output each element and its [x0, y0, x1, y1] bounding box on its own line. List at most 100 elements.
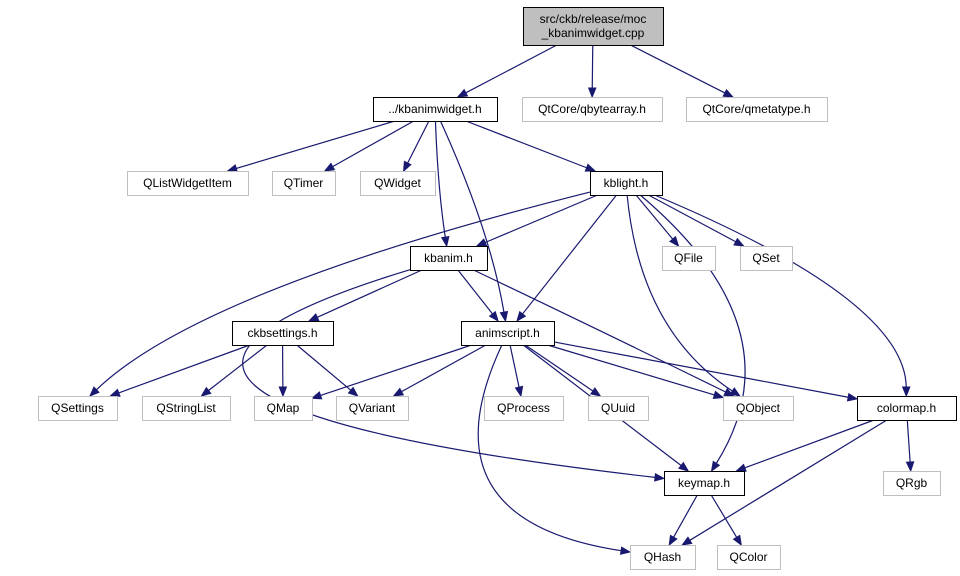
edge-line	[242, 269, 656, 478]
edge-line	[407, 120, 430, 164]
node-layer: src/ckb/release/moc_kbanimwidget.cpp ../k…	[38, 7, 957, 570]
edge-keymap-h-to-qcolor	[710, 494, 742, 547]
node-box	[523, 7, 664, 46]
edge-kblight-h-to-colormap-h	[654, 194, 911, 398]
node-label: QWidget	[374, 176, 421, 190]
node-qprocess[interactable]: QProcess	[484, 396, 564, 421]
arrowhead-icon	[901, 386, 911, 398]
node-label: QSettings	[51, 401, 104, 415]
node-qvariant[interactable]: QVariant	[336, 396, 409, 421]
node-qcolor[interactable]: QColor	[717, 545, 781, 570]
arrowhead-icon	[735, 463, 747, 472]
node-kbanim-h[interactable]: kbanim.h	[410, 246, 488, 271]
node-label: _kbanimwidget.cpp	[541, 26, 645, 40]
node-qlistwidgetitem[interactable]: QListWidgetItem	[127, 171, 249, 196]
arrowhead-icon	[514, 385, 524, 398]
node-label: QObject	[736, 401, 781, 415]
node-qmetatype[interactable]: QtCore/qmetatype.h	[686, 97, 828, 122]
arrowhead-icon	[475, 238, 488, 247]
edge-kbanimwidget-h-to-qtimer	[323, 120, 414, 172]
node-animscript-h[interactable]: animscript.h	[461, 321, 555, 346]
edge-line	[118, 344, 250, 394]
node-label: keymap.h	[678, 476, 730, 490]
node-box	[664, 471, 745, 496]
arrowhead-icon	[681, 536, 693, 546]
node-ckbsettings-h[interactable]: ckbsettings.h	[232, 321, 334, 346]
node-qstringlist[interactable]: QStringList	[142, 396, 231, 421]
edge-line	[484, 194, 598, 244]
edge-kblight-h-to-qfile	[635, 194, 680, 248]
arrowhead-icon	[402, 160, 412, 173]
node-qrgb[interactable]: QRgb	[883, 471, 941, 496]
node-qsettings[interactable]: QSettings	[38, 396, 118, 421]
node-box	[740, 246, 793, 271]
arrowhead-icon	[905, 461, 915, 473]
node-label: QStringList	[156, 401, 216, 415]
edge-kblight-h-to-qobject	[626, 194, 741, 397]
edge-root-to-qmetatype	[630, 44, 735, 98]
node-qbytearray[interactable]: QtCore/qbytearray.h	[522, 97, 663, 122]
arrowhead-icon	[584, 163, 597, 172]
node-label: kblight.h	[604, 176, 649, 190]
edge-kbanim-h-to-keymap-h	[242, 269, 666, 482]
node-box	[723, 396, 794, 421]
edge-animscript-h-to-colormap-h	[553, 341, 859, 402]
node-qmap[interactable]: QMap	[254, 396, 313, 421]
arrowhead-icon	[488, 310, 499, 323]
edge-animscript-h-to-qmap	[310, 344, 472, 400]
node-kbanimwidget-h[interactable]: ../kbanimwidget.h	[373, 97, 498, 122]
node-qtimer[interactable]: QTimer	[272, 171, 336, 196]
arrowhead-icon	[88, 386, 100, 397]
node-qwidget[interactable]: QWidget	[360, 171, 436, 196]
node-keymap-h[interactable]: keymap.h	[664, 471, 745, 496]
edge-kbanimwidget-h-to-qlistwidgetitem	[226, 120, 396, 173]
edge-line	[553, 341, 849, 398]
node-label: QListWidgetItem	[143, 176, 232, 190]
node-kblight-h[interactable]: kblight.h	[590, 171, 663, 196]
node-label: ../kbanimwidget.h	[388, 102, 481, 116]
arrowhead-icon	[516, 310, 527, 323]
edge-kbanim-h-to-ckbsettings-h	[307, 269, 423, 322]
arrowhead-icon	[499, 310, 509, 323]
node-root[interactable]: src/ckb/release/moc_kbanimwidget.cpp	[523, 7, 664, 46]
edge-ckbsettings-h-to-qvariant	[296, 344, 359, 397]
arrowhead-icon	[323, 162, 336, 172]
edge-keymap-h-to-qhash	[668, 494, 698, 547]
edge-animscript-h-to-qhash	[477, 344, 632, 555]
node-qfile[interactable]: QFile	[662, 246, 716, 271]
node-box	[127, 171, 249, 196]
edge-line	[522, 194, 617, 315]
edge-animscript-h-to-qobject	[547, 344, 725, 399]
node-box	[686, 97, 828, 122]
node-qhash[interactable]: QHash	[630, 545, 696, 570]
arrowhead-icon	[310, 391, 323, 400]
edge-ckbsettings-h-to-qsettings	[109, 344, 250, 397]
node-qset[interactable]: QSet	[740, 246, 793, 271]
arrowhead-icon	[278, 386, 288, 398]
node-quuid[interactable]: QUuid	[588, 396, 649, 421]
edge-line	[635, 194, 674, 240]
edge-line	[296, 344, 352, 391]
edge-layer	[88, 44, 915, 555]
node-box	[254, 396, 313, 421]
node-qobject[interactable]: QObject	[723, 396, 794, 421]
node-box	[857, 396, 957, 421]
arrowhead-icon	[200, 386, 212, 397]
arrowhead-icon	[109, 388, 121, 397]
edge-kblight-h-to-qset	[648, 194, 745, 247]
edge-line	[591, 44, 594, 89]
edge-line	[744, 419, 875, 469]
arrowhead-icon	[619, 546, 632, 555]
edge-line	[639, 194, 746, 464]
edge-line	[630, 44, 726, 94]
edge-ckbsettings-h-to-qstringlist	[200, 344, 268, 397]
arrowhead-icon	[710, 460, 721, 473]
edge-kbanim-h-to-animscript-h	[457, 269, 499, 323]
arrowhead-icon	[590, 387, 602, 397]
node-box	[717, 545, 781, 570]
node-label: QtCore/qbytearray.h	[538, 102, 646, 116]
node-colormap-h[interactable]: colormap.h	[857, 396, 957, 421]
edge-kbanimwidget-h-to-animscript-h	[439, 120, 509, 323]
edge-animscript-h-to-quuid	[524, 344, 602, 397]
